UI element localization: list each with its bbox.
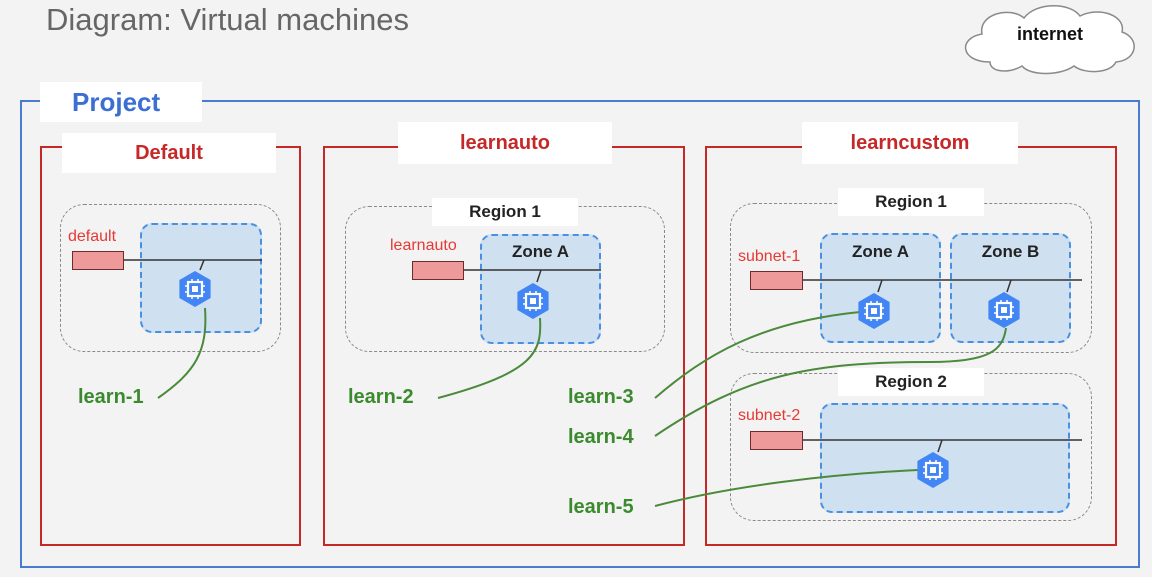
subnet-rect-subnet-2	[750, 431, 803, 450]
vm-icon-learn-2	[516, 281, 550, 321]
page-title: Diagram: Virtual machines	[46, 2, 409, 37]
zone-label-learnauto: Zone A	[512, 242, 569, 261]
vm-label-learn-5: learn-5	[568, 496, 634, 518]
region-2-label-learncustom: Region 2	[838, 368, 984, 396]
subnet-rect-subnet-1	[750, 271, 803, 290]
subnet-rect-default	[72, 251, 124, 270]
zone-b-label-learncustom: Zone B	[981, 242, 1040, 261]
subnet-rect-learnauto	[412, 261, 464, 280]
vm-icon-learn-4	[987, 290, 1021, 330]
connector-learn-1	[157, 307, 207, 399]
subnet-label-default: default	[68, 228, 117, 245]
vm-label-learn-2: learn-2	[348, 386, 414, 408]
network-learnauto-label: learnauto	[398, 122, 612, 164]
project-box	[20, 100, 1140, 568]
zone-b-learncustom	[950, 233, 1071, 343]
internet-label: internet	[1016, 24, 1083, 44]
region-1-label-learncustom: Region 1	[838, 188, 984, 216]
subnet-label-learnauto: learnauto	[390, 237, 457, 254]
zone-a-label-learncustom: Zone A	[852, 242, 909, 261]
vm-icon-learn-3	[857, 291, 891, 331]
vm-icon-learn-1	[178, 269, 212, 309]
connector-learn-2	[437, 317, 542, 399]
region-default	[60, 204, 281, 352]
region-label-learnauto: Region 1	[432, 198, 578, 226]
vm-label-learn-3: learn-3	[568, 386, 634, 408]
connector-learn-5	[654, 469, 919, 507]
connector-learn-3	[654, 311, 861, 399]
network-learncustom-label: learncustom	[802, 122, 1018, 164]
subnet-label-subnet-1: subnet-1	[738, 248, 801, 265]
vm-icon-learn-5	[916, 450, 950, 490]
vm-label-learn-4: learn-4	[568, 426, 634, 448]
network-default-label: Default	[62, 133, 276, 173]
zone-region-2-learncustom	[820, 403, 1070, 513]
subnet-label-subnet-2: subnet-2	[738, 407, 801, 424]
connector-learn-4	[654, 327, 1007, 437]
vm-label-learn-1: learn-1	[78, 386, 144, 408]
project-label: Project	[40, 82, 202, 122]
